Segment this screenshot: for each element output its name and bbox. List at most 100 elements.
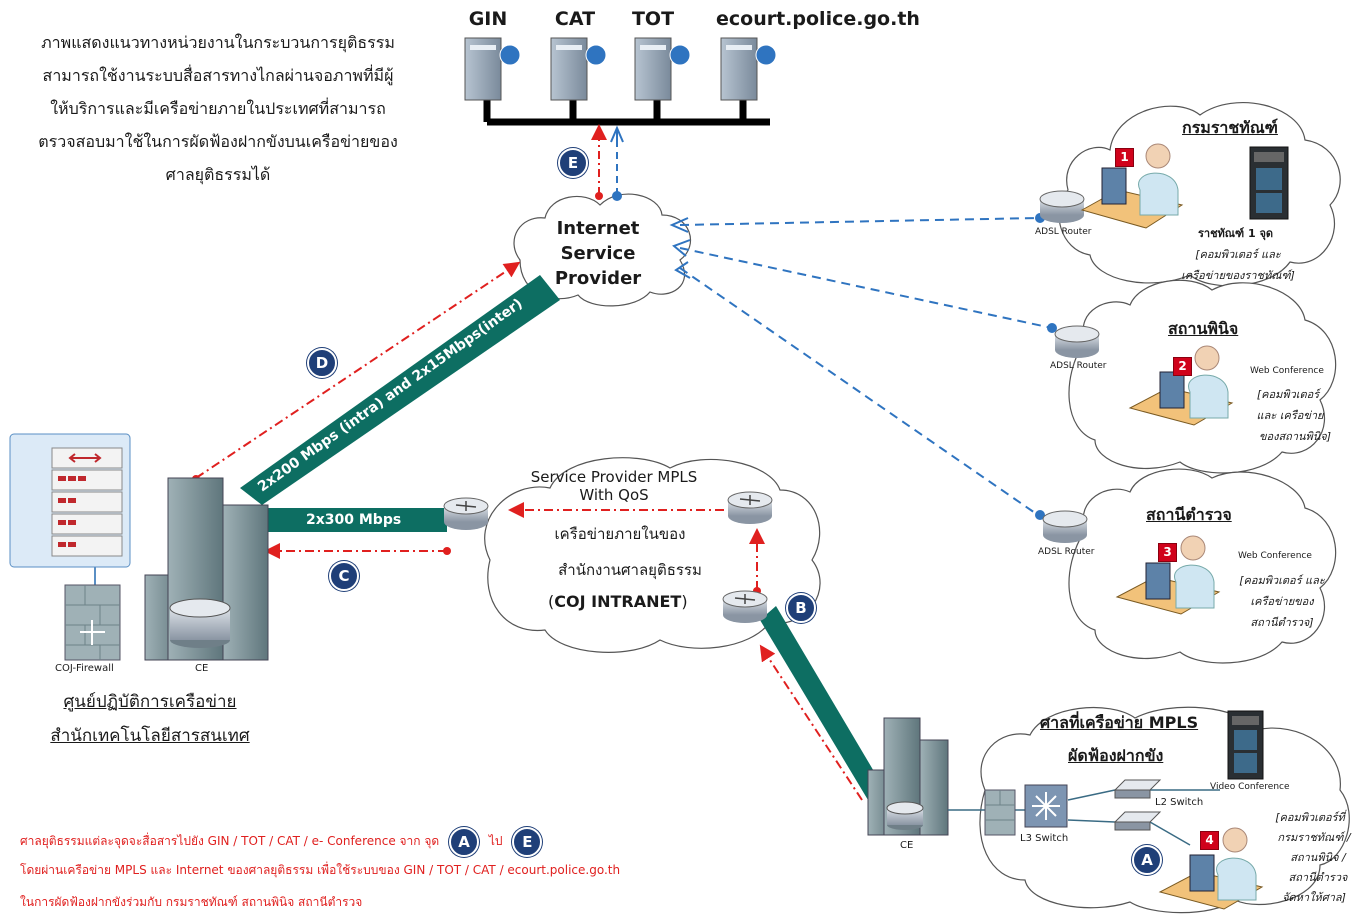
coj-firewall-icon: [64, 584, 121, 661]
link-main-label: 2x200 Mbps (intra) and 2x15Mbps(inter): [255, 296, 526, 495]
site3-extra-label: Web Conference: [1238, 551, 1312, 561]
footer-line-2: โดยผ่านเครือข่าย MPLS และ Internet ของศา…: [20, 863, 621, 877]
workstation-site1-icon: [1080, 143, 1184, 229]
mpls-cloud-line-2: With QoS: [579, 486, 649, 504]
link-main-band: [240, 275, 560, 505]
site2-router-label: ADSL Router: [1050, 361, 1107, 371]
court-l2-label: L2 Switch: [1155, 797, 1204, 808]
link-e-red-dot: [595, 192, 603, 200]
footer-marker-e: E: [512, 827, 543, 857]
server-label-ecourt: ecourt.police.go.th: [716, 8, 920, 30]
router-icon-site2: [1054, 325, 1100, 358]
firewall-label: COJ-Firewall: [55, 663, 114, 674]
site1-number-badge: 1: [1115, 148, 1134, 167]
site1-desc-2: เครือข่ายของราชทัณฑ์]: [1181, 269, 1295, 282]
server-label-gin: GIN: [468, 8, 508, 30]
site2-number-badge: 2: [1173, 357, 1192, 376]
mpls-cloud-line-4: สำนักงานศาลยุติธรรม: [558, 561, 702, 579]
site2-desc-3: ของสถานพินิจ]: [1258, 430, 1332, 443]
ce-label: CE: [195, 663, 209, 674]
marker-e: E: [558, 148, 588, 178]
footer-line-1: ศาลยุติธรรมแต่ละจุดจะสื่อสารไปยัง GIN / …: [20, 825, 548, 857]
isp-line-1: Internet: [556, 218, 640, 239]
mpls-cloud-line-5-prefix: (: [548, 592, 555, 611]
court-desc-2: กรมราชทัณฑ์ /: [1277, 831, 1351, 844]
site3-router-label: ADSL Router: [1038, 547, 1095, 557]
link-mpls-band: [262, 508, 447, 532]
footer-line-1-to: ไป: [488, 834, 503, 848]
workstation-site2-icon: [1128, 345, 1234, 426]
intro-line-2: สามารถใช้งานระบบสื่อสารทางไกลผ่านจอภาพที…: [42, 66, 394, 85]
link-court-band: [760, 606, 885, 800]
court-firewall-icon: [984, 789, 1016, 836]
intro-line-1: ภาพแสดงแนวทางหน่วยงานในกระบวนการยุติธรรม: [41, 33, 395, 52]
court-l3-label: L3 Switch: [1020, 833, 1069, 844]
court-title-1: ศาลที่เครือข่าย MPLS: [1040, 713, 1199, 732]
court-lan-lines: [948, 789, 1220, 846]
site3-desc-3: สถานีตำรวจ]: [1250, 616, 1314, 629]
marker-c: C: [329, 561, 359, 591]
mpls-cloud-line-5-name: COJ INTRANET: [554, 592, 682, 611]
court-ce-label: CE: [900, 840, 914, 851]
court-vc-label: Video Conference: [1210, 782, 1290, 792]
site2-extra-label: Web Conference: [1250, 366, 1324, 376]
router-icon-site1: [1039, 190, 1085, 223]
server-label-cat: CAT: [554, 8, 596, 30]
court-number-badge: 4: [1200, 831, 1219, 850]
l3-switch-icon: [1024, 784, 1068, 828]
isp-line-2: Service: [560, 243, 636, 264]
link-c-red-dot: [443, 547, 451, 555]
isp-line-3: Provider: [554, 268, 642, 289]
court-title-2: ผัดฟ้องฝากขัง: [1068, 746, 1164, 765]
isp-cloud: [513, 193, 691, 307]
intro-line-4: ตรวจสอบมาใช้ในการผัดฟ้องฝากขังบนเครือข่า…: [38, 132, 398, 151]
server-icons: [464, 37, 777, 101]
marker-d: D: [307, 348, 337, 378]
link-a-red-arrow: [759, 644, 863, 801]
video-conference-unit-icon: [1249, 146, 1289, 220]
footer-line-3: ในการผัดฟ้องฝากขังร่วมกับ กรมราชทัณฑ์ สถ…: [20, 895, 363, 909]
site2-desc-2: และ เครือข่าย: [1256, 409, 1324, 422]
server-cat-icon: [550, 37, 607, 101]
router-icon-mpls-left: [443, 497, 489, 530]
court-desc-5: จัดหาให้ศาล]: [1282, 891, 1346, 904]
mpls-cloud-line-5: (COJ INTRANET): [548, 592, 688, 611]
site3-number-badge: 3: [1158, 543, 1177, 562]
intro-line-3: ให้บริการและมีเครือข่ายภายในประเทศที่สาม…: [50, 99, 386, 118]
site2-title: สถานพินิจ: [1168, 319, 1239, 338]
server-ecourt-icon: [720, 37, 777, 101]
link-mpls-label: 2x300 Mbps: [306, 512, 402, 528]
site3-desc-1: [คอมพิวเตอร์ และ: [1239, 574, 1325, 587]
server-label-tot: TOT: [631, 8, 675, 30]
router-icons: [443, 190, 1100, 623]
court-desc-4: สถานีตำรวจ: [1288, 871, 1348, 884]
court-desc-1: [คอมพิวเตอร์ที่: [1275, 811, 1345, 824]
footer-line-1-text: ศาลยุติธรรมแต่ละจุดจะสื่อสารไปยัง GIN / …: [20, 834, 440, 848]
link-e-blue-arrowhead: [610, 125, 624, 145]
workstation-icons: [1080, 143, 1264, 910]
router-icon-site3: [1042, 510, 1088, 543]
firewall-appliance-icon: [9, 433, 131, 568]
court-video-conference-unit-icon: [1227, 710, 1264, 780]
court-ce-building-icon: [867, 717, 949, 836]
intro-line-5: ศาลยุติธรรมได้: [165, 165, 271, 184]
datacenter-title-2: สำนักเทคโนโลยีสารสนเทศ: [50, 726, 250, 746]
site1-desc-1: [คอมพิวเตอร์ และ: [1195, 248, 1281, 261]
workstation-site3-icon: [1115, 535, 1221, 615]
site3-desc-2: เครือข่ายของ: [1250, 595, 1314, 608]
ce-building-icon: [144, 477, 269, 661]
footer-marker-a: A: [449, 827, 480, 857]
server-backbone: [483, 100, 770, 126]
datacenter-title-1: ศูนย์ปฏิบัติการเครือข่าย: [63, 692, 237, 712]
workstation-court-icon: [1158, 827, 1264, 910]
router-icon-mpls-top: [727, 491, 773, 524]
site1-extra-label: ราชทัณฑ์ 1 จุด: [1198, 227, 1274, 240]
site2-desc-1: [คอมพิวเตอร์: [1256, 388, 1320, 401]
l2-switch-icon: [1113, 779, 1162, 831]
site-links: [679, 217, 1053, 516]
court-desc-3: สถานพินิจ /: [1290, 851, 1346, 864]
link-d-red-arrow: [195, 261, 521, 479]
server-gin-icon: [464, 37, 521, 101]
